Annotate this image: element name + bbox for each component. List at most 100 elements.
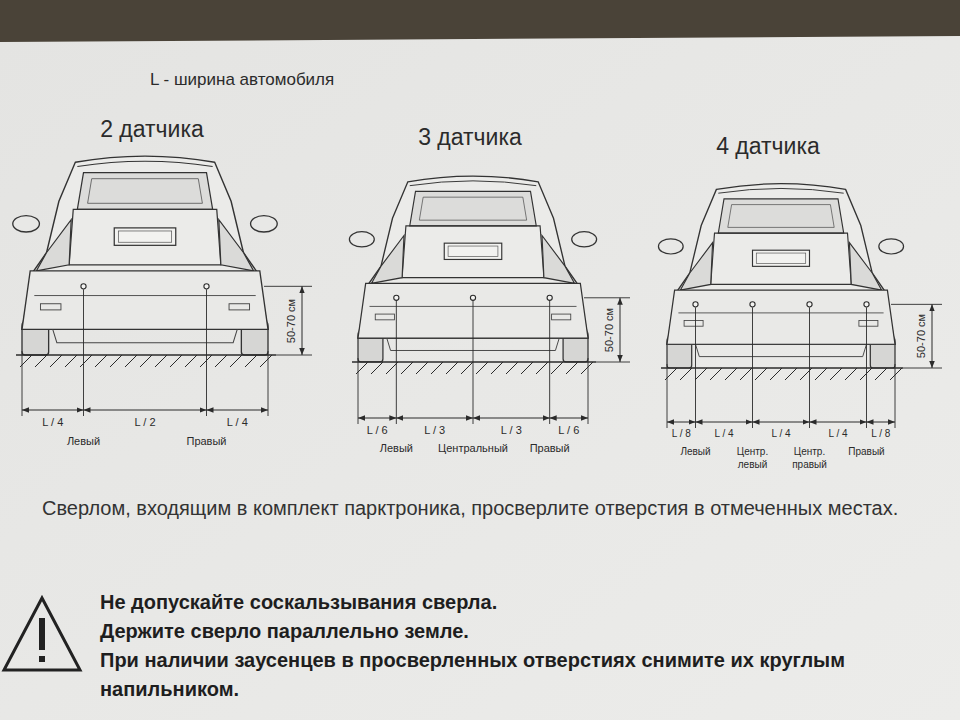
ground-hatch [845, 368, 857, 380]
extension-line [358, 358, 359, 424]
extension-line [667, 364, 668, 428]
ground-hatch [461, 362, 473, 374]
height-label: 50-70 см [285, 299, 298, 343]
ground-hatch [491, 362, 503, 374]
dimension-line [396, 418, 473, 419]
warning-text: При наличии заусенцев в просверленных от… [100, 646, 955, 704]
ground-hatch [725, 368, 737, 380]
height-label: 50-70 см [915, 314, 928, 358]
section-title: 3 датчика [418, 124, 522, 150]
sensor-name: Левый [380, 442, 413, 455]
sensor-name: Правый [842, 445, 892, 458]
dimension-label: L / 6 [367, 424, 388, 437]
ground-hatch [875, 368, 887, 380]
ground-hatch [125, 355, 137, 367]
ground-hatch [785, 368, 797, 380]
sensor-scheme [661, 302, 942, 428]
sensor-line [396, 301, 397, 424]
ground-hatch [200, 355, 212, 367]
extension-line [268, 351, 269, 416]
sensor-name: Левый [67, 435, 100, 448]
ground-hatch [551, 362, 563, 374]
section-title: 2 датчика [100, 116, 204, 142]
sensor-dot [750, 302, 755, 307]
ground-hatch [815, 368, 827, 380]
height-label: 50-70 см [603, 308, 616, 352]
dimension-label: L / 8 [871, 428, 890, 440]
sensor-dot [81, 284, 86, 289]
sensor-line [809, 307, 810, 428]
dimension-line [473, 418, 550, 419]
sensor-line [83, 289, 84, 416]
ground-hatch [446, 362, 458, 374]
ground-hatch [695, 368, 707, 380]
sensor-dot [394, 295, 399, 300]
sensor-line [206, 289, 207, 416]
extension-line [891, 304, 942, 305]
sensor-line [752, 307, 753, 428]
ground-hatch [155, 355, 167, 367]
ground-hatch [35, 355, 47, 367]
ground-hatch [401, 362, 413, 374]
dimension-label: L / 3 [424, 424, 445, 437]
ground-hatch [740, 368, 752, 380]
dimension-line [550, 418, 588, 419]
warning-text: Не допускайте соскальзывания сверла. [100, 588, 955, 617]
sensor-dot [470, 295, 475, 300]
section-title: 4 датчика [716, 133, 820, 159]
sensor-line [866, 307, 867, 428]
ground-hatch [185, 355, 197, 367]
ground-hatch [140, 355, 152, 367]
dimension-line [753, 422, 810, 423]
sensor-line [695, 307, 696, 428]
sensor-line [549, 301, 550, 424]
sensor-line [473, 301, 474, 424]
sensor-dot [547, 295, 552, 300]
dimension-line [358, 418, 396, 419]
sensor-name: Центр. левый [728, 445, 778, 471]
ground-hatch [80, 355, 92, 367]
ground-hatch [260, 355, 272, 367]
dimension-line [667, 422, 696, 423]
legend-note: L - ширина автомобиля [150, 70, 334, 90]
ground-hatch [215, 355, 227, 367]
extension-line [903, 368, 942, 369]
sensor-name: Левый [671, 445, 721, 458]
sensor-name: Центральный [438, 442, 508, 455]
sensor-name: Центр. правый [785, 445, 835, 471]
extension-line [584, 297, 630, 298]
ground-hatch [416, 362, 428, 374]
sensor-dot [807, 302, 812, 307]
dimension-line [867, 422, 896, 423]
ground-hatch [521, 362, 533, 374]
sensor-name: Правый [530, 442, 570, 455]
paper-sheet [0, 36, 960, 720]
warning-sign [4, 598, 80, 670]
ground-line [16, 354, 276, 356]
extension-line [264, 286, 312, 287]
ground-hatch [536, 362, 548, 374]
sensor-dot [693, 302, 698, 307]
ground-hatch [830, 368, 842, 380]
sensor-scheme [16, 284, 312, 416]
dimension-line [84, 410, 207, 411]
ground-hatch [431, 362, 443, 374]
dimension-line [810, 422, 867, 423]
ground-hatch [230, 355, 242, 367]
dimension-label: L / 4 [828, 428, 847, 440]
ground-hatch [65, 355, 77, 367]
ground-hatch [110, 355, 122, 367]
ground-hatch [890, 368, 902, 380]
extension-line [276, 355, 312, 356]
ground-hatch [371, 362, 383, 374]
ground-line [352, 361, 596, 363]
ground-hatch [566, 362, 578, 374]
ground-hatch [476, 362, 488, 374]
height-dimension [302, 286, 303, 355]
extension-line [588, 358, 589, 424]
dimension-label: L / 3 [501, 424, 522, 437]
dimension-label: L / 4 [714, 428, 733, 440]
ground-hatch [245, 355, 257, 367]
height-dimension [620, 298, 621, 362]
dimension-line [696, 422, 753, 423]
